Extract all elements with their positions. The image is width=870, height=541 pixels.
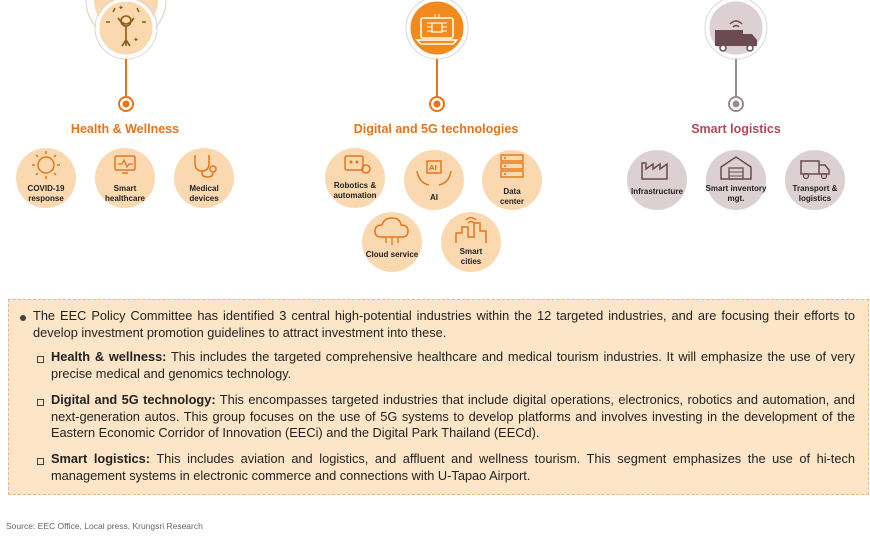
point-text-logistics: This includes aviation and logistics, an… [51,451,855,483]
stethoscope-icon [174,148,234,208]
intro-bullet [20,315,26,321]
item-label-cloud-service: Cloud service [365,250,419,259]
svg-text:✦: ✦ [118,4,124,12]
cloud-network-icon [362,212,422,272]
point-heading-health: Health & wellness: [51,349,167,364]
point-heading-logistics: Smart logistics: [51,451,151,466]
point-bullet-digital [37,399,44,406]
summary-point-logistics: Smart logistics: This includes aviation … [51,451,855,484]
item-label-covid: COVID-19 response [27,184,65,203]
item-label-infrastructure: Infrastructure [630,187,683,196]
forklift-truck-icon [785,150,845,210]
point-text-health: This includes the targeted comprehensive… [51,349,855,381]
category-title-digital: Digital and 5G technologies [353,122,519,136]
item-label-ai: AI [430,193,438,202]
source-note: Source: EEC Office, Local press, Krungsr… [6,521,203,531]
summary-intro: The EEC Policy Committee has identified … [33,308,855,340]
ai-hands-icon: AI [404,150,464,210]
item-label-robotics: Robotics & automation [333,181,377,200]
point-heading-digital: Digital and 5G technology: [51,392,216,407]
summary-box [8,299,869,495]
point-text-digital: This encompasses targeted industries tha… [51,392,855,441]
warehouse-icon [706,150,766,210]
wellness-figure-icon: ✦ ✦ [85,0,167,112]
point-bullet-health [37,356,44,363]
item-label-medical-devices: Medical devices [189,184,219,203]
item-label-data-center: Data center [499,187,524,206]
summary-point-digital: Digital and 5G technology: This encompas… [51,392,855,442]
smart-city-icon [441,212,501,272]
item-label-smart-inventory: Smart inventory mgt. [705,184,767,203]
item-label-transport: Transport & logistics [792,184,838,203]
factory-icon [627,150,687,210]
circuit-laptop-icon [405,0,469,112]
summary-point-health: Health & wellness: This includes the tar… [51,349,855,382]
item-label-smart-healthcare: Smart healthcare [104,184,146,203]
server-rack-icon [482,150,542,210]
delivery-truck-icon [704,0,768,112]
virus-icon [16,148,76,208]
svg-text:AI: AI [429,164,437,172]
category-title-health: Health & Wellness [70,122,180,136]
point-bullet-logistics [37,458,44,465]
robot-gear-icon [325,148,385,208]
svg-text:✦: ✦ [133,36,139,44]
category-title-logistics: Smart logistics [691,122,781,136]
item-label-smart-cities: Smart cities [459,247,483,266]
medical-monitor-icon [95,148,155,208]
